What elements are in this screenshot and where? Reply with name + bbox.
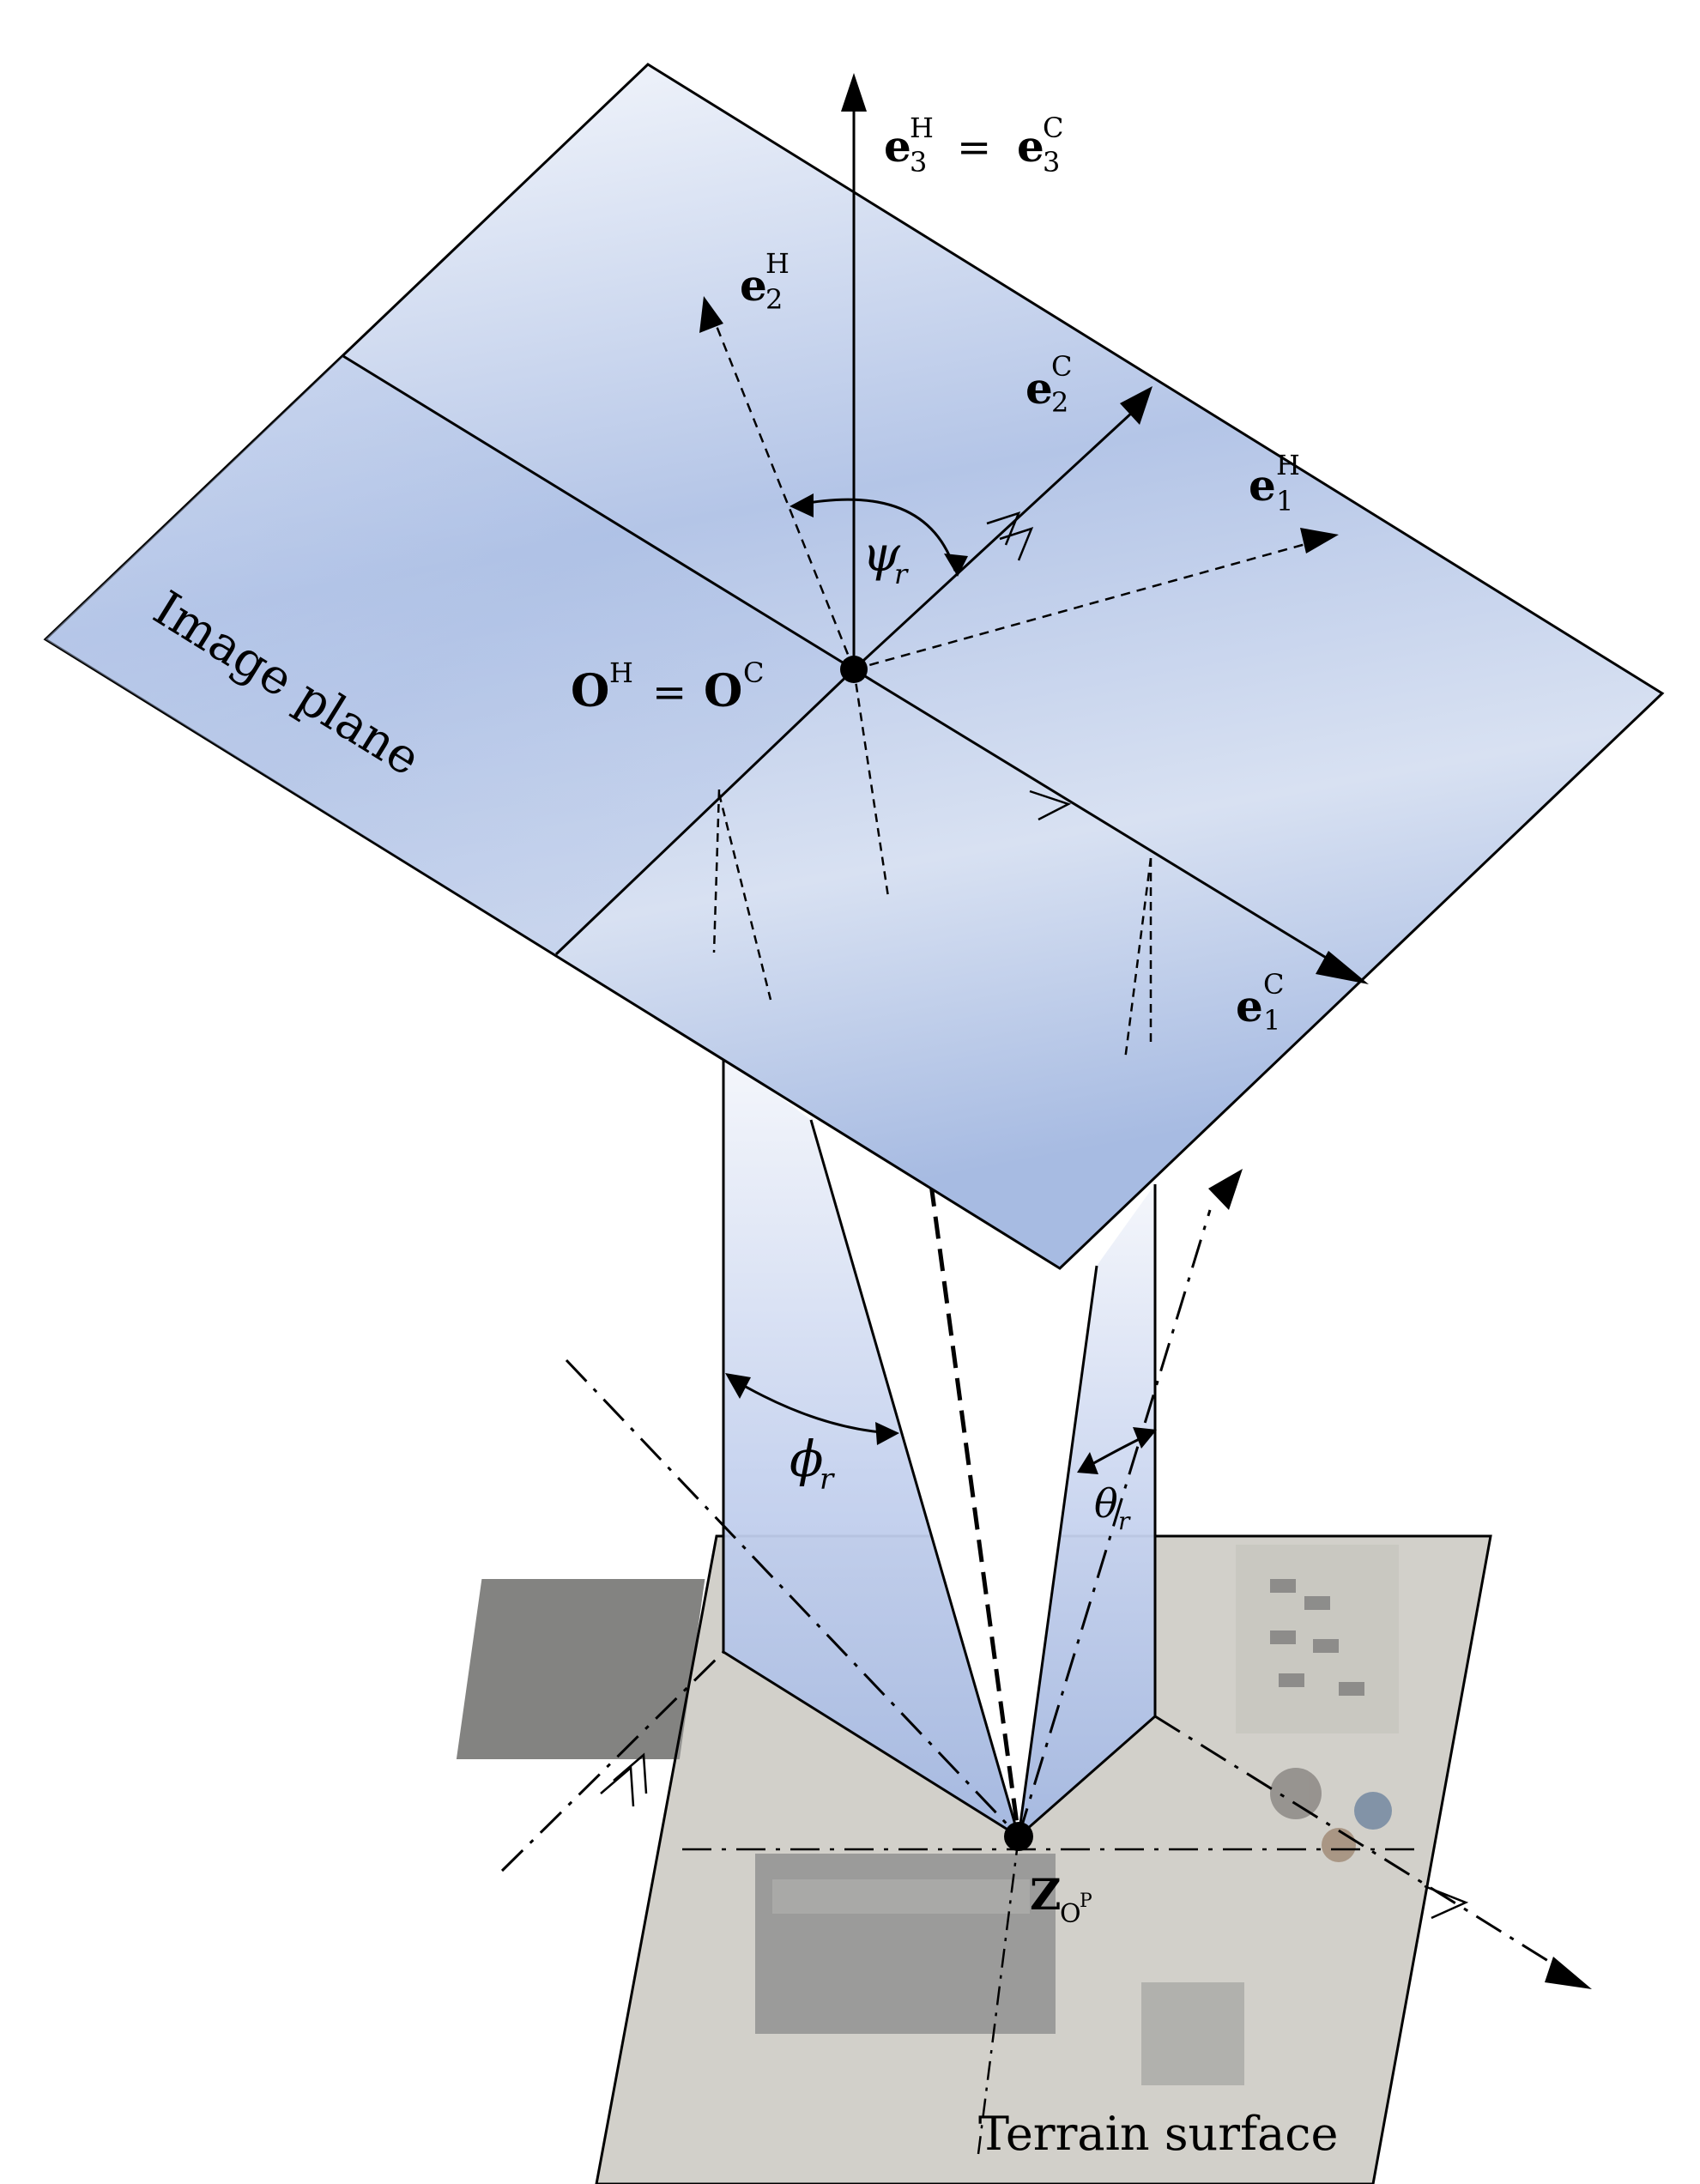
projection-prism — [722, 1056, 1157, 1838]
label-e1c: e C 1 — [1236, 968, 1284, 1037]
z-subscript: O — [1060, 1899, 1081, 1929]
angle-arcs — [725, 1373, 1157, 1474]
svg-text:e: e — [884, 121, 911, 172]
ground-axis-arrows — [600, 1169, 1592, 1989]
e3-equals: = — [957, 124, 991, 172]
label-psi: ψ r — [862, 527, 909, 590]
arrow-head-e2c — [1120, 386, 1152, 425]
e1c-superscript: C — [1263, 968, 1284, 1001]
label-e1h: e H 1 — [1249, 449, 1300, 517]
ground-axes — [500, 1209, 1563, 2155]
e1c-letter: e — [1236, 981, 1263, 1032]
z-letter: Z — [1030, 1869, 1062, 1920]
psi-symbol: ψ — [862, 527, 901, 583]
phi-symbol: ϕ — [790, 1430, 824, 1488]
plane-axis-line — [342, 354, 855, 671]
e3h-superscript: H — [910, 112, 934, 144]
e3c-subscript: 3 — [1043, 146, 1060, 178]
e1h-subscript: 1 — [1276, 485, 1293, 517]
e2h-superscript: H — [765, 247, 790, 280]
e1h-superscript: H — [1276, 449, 1300, 481]
origin-left-superscript: H — [609, 656, 633, 689]
label-e2h: e H 2 — [740, 247, 790, 316]
phi-subscript: r — [820, 1462, 835, 1497]
origin-right-superscript: C — [743, 656, 764, 689]
origin-o-left: O — [571, 665, 609, 717]
coordinate-axes — [699, 73, 1369, 984]
e2c-superscript: C — [1051, 350, 1072, 383]
origin-equals: = — [652, 669, 687, 717]
e2h-letter: e — [740, 260, 767, 311]
label-e3-equation: e H 3 = e C 3 — [884, 112, 1063, 178]
label-e2c: e C 2 — [1025, 350, 1072, 419]
e2h-subscript: 2 — [765, 283, 783, 316]
origin-point — [840, 656, 868, 683]
psi-subscript: r — [894, 558, 909, 590]
arrow-head-e3 — [841, 73, 867, 112]
label-z: Z O P — [1030, 1869, 1092, 1929]
theta-symbol: θ — [1094, 1480, 1118, 1527]
e3c-superscript: C — [1043, 112, 1063, 144]
label-theta: θ r — [1094, 1480, 1131, 1535]
label-origin: O H = O C — [571, 656, 764, 717]
e3c-letter: e — [1017, 121, 1044, 172]
z-point — [1004, 1822, 1033, 1851]
e2c-subscript: 2 — [1051, 386, 1068, 419]
e1c-subscript: 1 — [1263, 1004, 1280, 1037]
theta-subscript: r — [1118, 1507, 1131, 1535]
e3h-subscript: 3 — [910, 146, 927, 178]
z-subscript-superscript: P — [1080, 1891, 1092, 1912]
e2c-letter: e — [1025, 363, 1053, 414]
arrow-head-e2h — [699, 296, 723, 333]
label-phi: ϕ r — [790, 1430, 835, 1497]
arrow-head-e1c — [1316, 951, 1369, 984]
e3h-letter: e — [884, 121, 911, 172]
e1h-letter: e — [1249, 460, 1276, 511]
terrain-surface-label: Terrain surface — [978, 2107, 1339, 2161]
origin-o-right: O — [704, 665, 742, 717]
plane-axis-line — [554, 668, 856, 956]
arrow-head-e1h — [1300, 528, 1339, 554]
